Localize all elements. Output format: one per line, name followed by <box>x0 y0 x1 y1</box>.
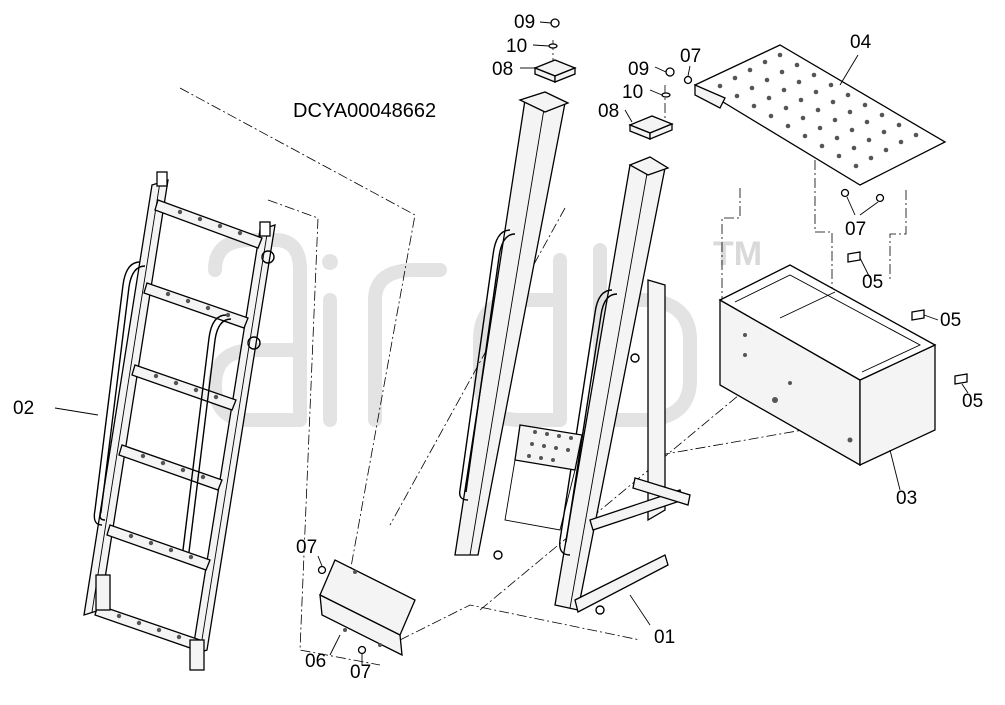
label-07-b: 07 <box>845 219 866 240</box>
fasteners <box>317 18 968 655</box>
ladder-part-02 <box>83 171 276 671</box>
label-08-b: 08 <box>598 101 619 122</box>
label-07-d: 07 <box>350 662 371 683</box>
frame-part-01 <box>454 91 691 615</box>
label-01: 01 <box>654 627 675 648</box>
drawing-code: DCYA00048662 <box>293 100 436 122</box>
label-05-a: 05 <box>862 272 883 293</box>
label-04: 04 <box>850 32 872 53</box>
label-05-b: 05 <box>940 310 961 331</box>
label-10-a: 10 <box>506 36 527 57</box>
label-09-b: 09 <box>628 59 649 80</box>
label-09-a: 09 <box>514 12 535 33</box>
leader-lines <box>54 21 969 665</box>
label-08-a: 08 <box>492 59 513 80</box>
label-07-a: 07 <box>680 46 701 67</box>
clamp-plates-part-08 <box>533 59 674 140</box>
label-07-c: 07 <box>296 537 317 558</box>
step-grating-holes <box>527 430 573 462</box>
plate-holes <box>717 52 919 169</box>
label-05-c: 05 <box>962 391 983 412</box>
label-10-b: 10 <box>622 82 643 103</box>
box-part-03 <box>718 264 937 467</box>
label-03: 03 <box>896 488 917 509</box>
ladder-step-holes <box>116 209 243 640</box>
plate-part-04 <box>693 44 947 186</box>
watermark-trademark: TM <box>713 235 762 273</box>
label-02: 02 <box>13 398 34 419</box>
bracket-part-06 <box>319 559 416 657</box>
label-06: 06 <box>305 651 326 672</box>
